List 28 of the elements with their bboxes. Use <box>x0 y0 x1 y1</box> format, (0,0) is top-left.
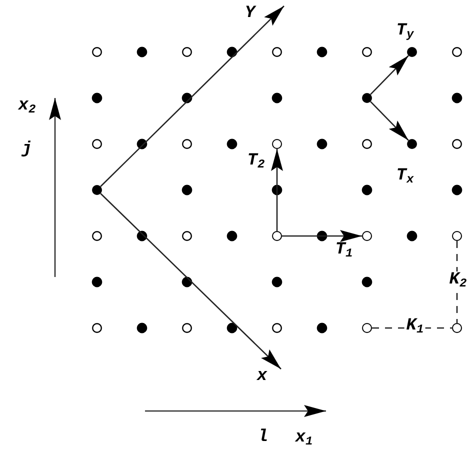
lattice-point <box>362 93 372 103</box>
lattice-point <box>407 47 417 57</box>
edge-label: x <box>256 368 268 386</box>
edge-label: T$_{x}$ <box>396 168 414 188</box>
lattice-point <box>362 231 372 241</box>
arrow <box>271 149 283 231</box>
edge-label: Y <box>244 5 256 23</box>
axis-label: j <box>22 141 32 159</box>
edge-label: T$_{y}$ <box>396 22 414 44</box>
edge-label: T$_{1}$ <box>335 242 353 262</box>
axis-label: x$_{1}$ <box>295 430 313 450</box>
lattice-point <box>92 185 102 195</box>
axis-label: l <box>258 429 268 447</box>
lattice-point <box>452 231 462 241</box>
edge-label: T$_{2}$ <box>247 152 265 174</box>
lattice-point <box>362 323 372 333</box>
axis-label: x$_{2}$ <box>18 98 36 118</box>
arrow <box>370 101 409 141</box>
lattice-point <box>272 139 282 149</box>
arrow <box>282 230 362 242</box>
arrow <box>370 55 409 95</box>
arrow <box>100 193 282 370</box>
dashed-line <box>456 241 458 323</box>
dashed-line <box>372 327 452 329</box>
lattice-point <box>407 139 417 149</box>
arrow <box>100 6 284 187</box>
lattice-point <box>272 231 282 241</box>
lattice-point <box>452 323 462 333</box>
